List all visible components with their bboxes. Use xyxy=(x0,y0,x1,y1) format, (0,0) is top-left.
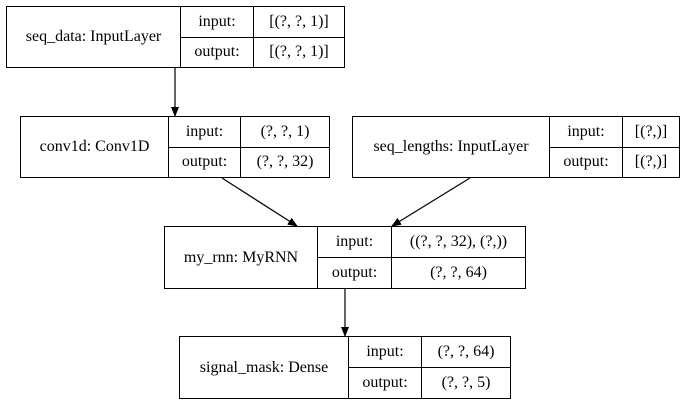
output-shape: [(?,)] xyxy=(634,153,668,171)
edge-seq-lengths-to-my-rnn xyxy=(391,177,471,227)
input-label: input: xyxy=(550,117,622,148)
input-shape: ((?, ?, 32), (?,)) xyxy=(392,227,525,258)
node-name: signal_mask: Dense xyxy=(180,337,349,398)
input-shape: (?, ?, 64) xyxy=(422,337,510,368)
edge-conv1d-to-my-rnn xyxy=(221,177,298,227)
output-label: output: xyxy=(331,264,378,281)
node-my-rnn: my_rnn: MyRNN input: output: ((?, ?, 32)… xyxy=(164,226,526,289)
output-shape: [(?, ?, 1)] xyxy=(269,43,329,61)
node-seq-lengths: seq_lengths: InputLayer input: output: [… xyxy=(352,116,680,178)
input-label: input: xyxy=(169,117,240,148)
output-shape: (?, ?, 32) xyxy=(256,153,314,171)
node-conv1d: conv1d: Conv1D input: output: (?, ?, 1) … xyxy=(20,116,330,178)
output-label: output: xyxy=(194,43,240,61)
output-label: output: xyxy=(362,374,408,391)
input-label: input: xyxy=(318,227,391,258)
input-shape: (?, ?, 1) xyxy=(241,117,329,148)
output-shape: (?, ?, 5) xyxy=(441,374,491,391)
node-name: my_rnn: MyRNN xyxy=(165,227,318,288)
node-name: conv1d: Conv1D xyxy=(21,117,169,177)
input-label: input: xyxy=(349,337,421,368)
output-label: output: xyxy=(563,153,609,171)
node-signal-mask: signal_mask: Dense input: output: (?, ?,… xyxy=(179,336,511,399)
output-shape: (?, ?, 64) xyxy=(430,264,487,281)
output-label: output: xyxy=(181,153,228,171)
input-shape: [(?,)] xyxy=(623,117,679,148)
input-label: input: xyxy=(181,7,253,38)
node-seq-data: seq_data: InputLayer input: output: [(?,… xyxy=(6,6,345,68)
input-shape: [(?, ?, 1)] xyxy=(254,7,344,38)
node-name: seq_data: InputLayer xyxy=(7,7,181,67)
node-name: seq_lengths: InputLayer xyxy=(353,117,550,177)
